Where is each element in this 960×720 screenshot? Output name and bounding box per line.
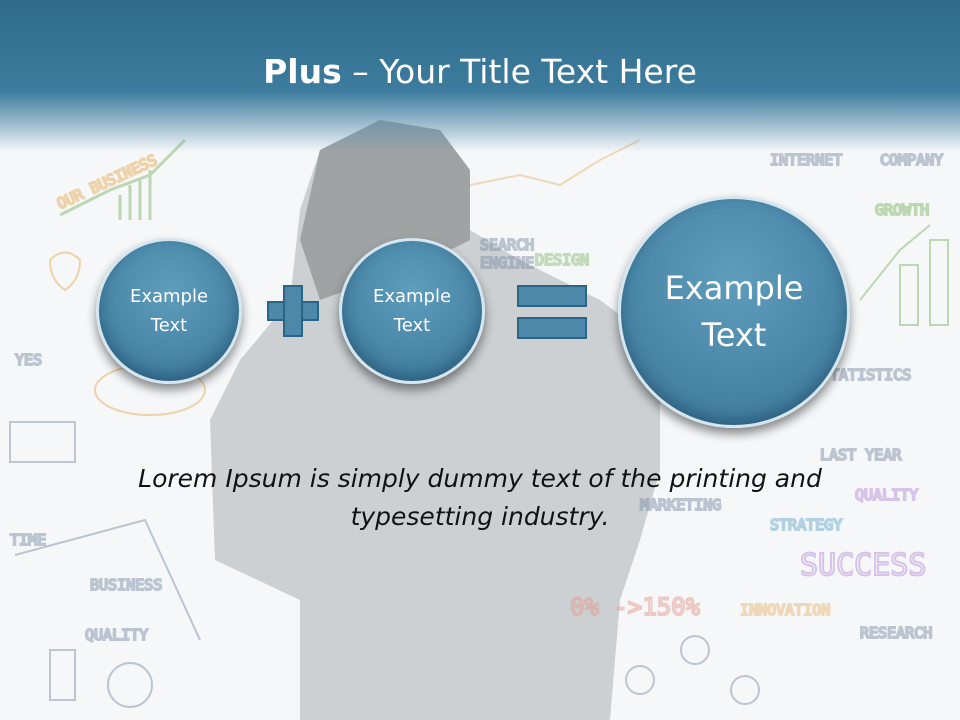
plus-vertical-bar bbox=[283, 285, 303, 337]
equals-top-bar bbox=[517, 285, 587, 307]
svg-text:LAST YEAR: LAST YEAR bbox=[820, 446, 902, 464]
title-bold-word: Plus bbox=[263, 52, 342, 91]
svg-text:BUSINESS: BUSINESS bbox=[90, 576, 162, 594]
svg-text:SUCCESS: SUCCESS bbox=[800, 548, 926, 583]
slide-title: Plus – Your Title Text Here bbox=[0, 52, 960, 91]
svg-text:DESIGN: DESIGN bbox=[535, 251, 589, 269]
svg-text:ENGINE: ENGINE bbox=[480, 254, 534, 272]
body-text: Lorem Ipsum is simply dummy text of the … bbox=[138, 464, 822, 531]
plus-icon bbox=[267, 285, 319, 337]
equals-bottom-bar bbox=[517, 317, 587, 339]
svg-text:GROWTH: GROWTH bbox=[875, 201, 929, 219]
svg-text:INTERNET: INTERNET bbox=[770, 151, 842, 169]
svg-text:TATISTICS: TATISTICS bbox=[830, 366, 911, 384]
svg-text:SEARCH: SEARCH bbox=[480, 236, 534, 254]
svg-text:QUALITY: QUALITY bbox=[85, 626, 148, 644]
title-band bbox=[0, 0, 960, 152]
svg-text:YES: YES bbox=[15, 351, 42, 369]
example-circle-1: Example Text bbox=[96, 238, 242, 384]
title-rest: – Your Title Text Here bbox=[341, 52, 697, 91]
svg-text:COMPANY: COMPANY bbox=[880, 151, 943, 169]
result-circle: Example Text bbox=[618, 196, 850, 428]
svg-text:INNOVATION: INNOVATION bbox=[740, 601, 830, 619]
svg-text:0% ->150%: 0% ->150% bbox=[570, 593, 701, 621]
circle-1-label: Example Text bbox=[129, 286, 209, 336]
svg-text:TIME: TIME bbox=[10, 531, 46, 549]
example-circle-2: Example Text bbox=[339, 238, 485, 384]
svg-text:MARKETING: MARKETING bbox=[640, 496, 721, 514]
svg-text:STRATEGY: STRATEGY bbox=[770, 516, 842, 534]
svg-text:QUALITY: QUALITY bbox=[855, 486, 918, 504]
equals-icon bbox=[517, 283, 589, 341]
result-circle-label: Example Text bbox=[664, 269, 804, 354]
circle-2-label: Example Text bbox=[372, 286, 452, 336]
svg-text:RESEARCH: RESEARCH bbox=[860, 624, 932, 642]
